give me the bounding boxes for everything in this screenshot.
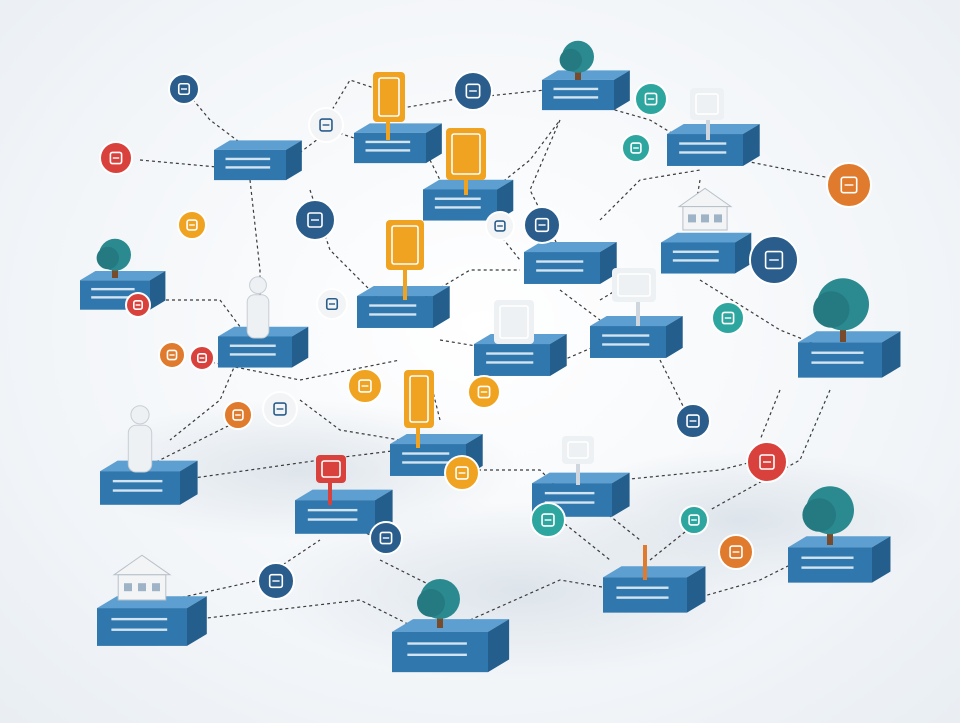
warning-icon[interactable] <box>746 441 788 483</box>
clock-icon[interactable] <box>262 391 298 427</box>
network-node-n5[interactable] <box>423 179 514 221</box>
person-figure <box>246 276 270 339</box>
whiteboard-icon[interactable] <box>612 268 656 302</box>
network-node-n13[interactable] <box>798 331 901 378</box>
person-pin-icon[interactable] <box>257 562 295 600</box>
person-pin-icon[interactable] <box>294 199 336 241</box>
monitor-icon[interactable] <box>530 502 566 538</box>
network-node-n19[interactable] <box>97 596 207 646</box>
location-icon[interactable] <box>711 301 745 335</box>
network-node-n3[interactable] <box>667 124 760 166</box>
node-decorations <box>96 40 869 628</box>
network-node-n8[interactable] <box>357 286 450 328</box>
tree-icon <box>802 486 854 545</box>
bar-chart-sign-icon[interactable] <box>386 220 424 270</box>
calendar-icon[interactable] <box>826 162 872 208</box>
settings-icon[interactable] <box>485 211 515 241</box>
network-node-n6[interactable] <box>80 271 166 310</box>
hourglass-icon[interactable] <box>453 71 493 111</box>
chart-icon[interactable] <box>444 455 480 491</box>
settings-icon[interactable] <box>308 107 344 143</box>
tree-icon <box>96 238 131 278</box>
network-nodes <box>80 70 901 673</box>
network-node-n18[interactable] <box>788 536 891 583</box>
building-icon <box>677 187 733 231</box>
home-arrow-icon[interactable] <box>494 300 534 344</box>
tree-icon <box>559 40 594 80</box>
network-node-n10[interactable] <box>661 232 752 274</box>
hourglass-icon[interactable] <box>369 521 403 555</box>
building-icon[interactable] <box>621 133 651 163</box>
monitor-sign-icon[interactable] <box>562 436 594 464</box>
network-node-n1[interactable] <box>214 140 302 181</box>
document-icon[interactable] <box>168 73 200 105</box>
building-icon[interactable] <box>679 505 709 535</box>
person-sign-icon[interactable] <box>404 370 434 428</box>
network-node-n21[interactable] <box>603 566 706 613</box>
building-icon <box>112 554 172 601</box>
network-node-n17[interactable] <box>532 472 630 517</box>
network-node-n9[interactable] <box>524 242 617 284</box>
chart-sign-icon[interactable] <box>446 128 486 180</box>
arrow-icon[interactable] <box>223 400 253 430</box>
monitor-icon[interactable] <box>634 82 668 116</box>
briefcase-icon[interactable] <box>158 341 186 369</box>
screen-sign-icon[interactable] <box>316 455 346 483</box>
network-node-n20[interactable] <box>392 619 510 673</box>
document-icon[interactable] <box>675 403 711 439</box>
cloud-icon[interactable] <box>316 288 348 320</box>
tree-icon <box>417 579 460 628</box>
lock-icon[interactable] <box>749 235 799 285</box>
bar-chart-icon[interactable] <box>125 292 151 318</box>
up-arrow-sign-icon[interactable] <box>373 72 405 122</box>
screen-board-icon[interactable] <box>690 88 724 120</box>
target-icon[interactable] <box>347 368 383 404</box>
person-figure <box>127 405 153 473</box>
network-node-n12[interactable] <box>590 316 683 358</box>
floating-icons <box>99 71 872 600</box>
network-node-n4[interactable] <box>354 123 442 164</box>
network-node-n2[interactable] <box>542 70 630 111</box>
warning-icon[interactable] <box>99 141 133 175</box>
calendar-icon[interactable] <box>718 534 754 570</box>
wallet-icon[interactable] <box>467 375 501 409</box>
lock-icon[interactable] <box>523 206 561 244</box>
tree-icon <box>813 278 869 342</box>
tools-icon[interactable] <box>189 345 215 371</box>
chart-icon[interactable] <box>177 210 207 240</box>
